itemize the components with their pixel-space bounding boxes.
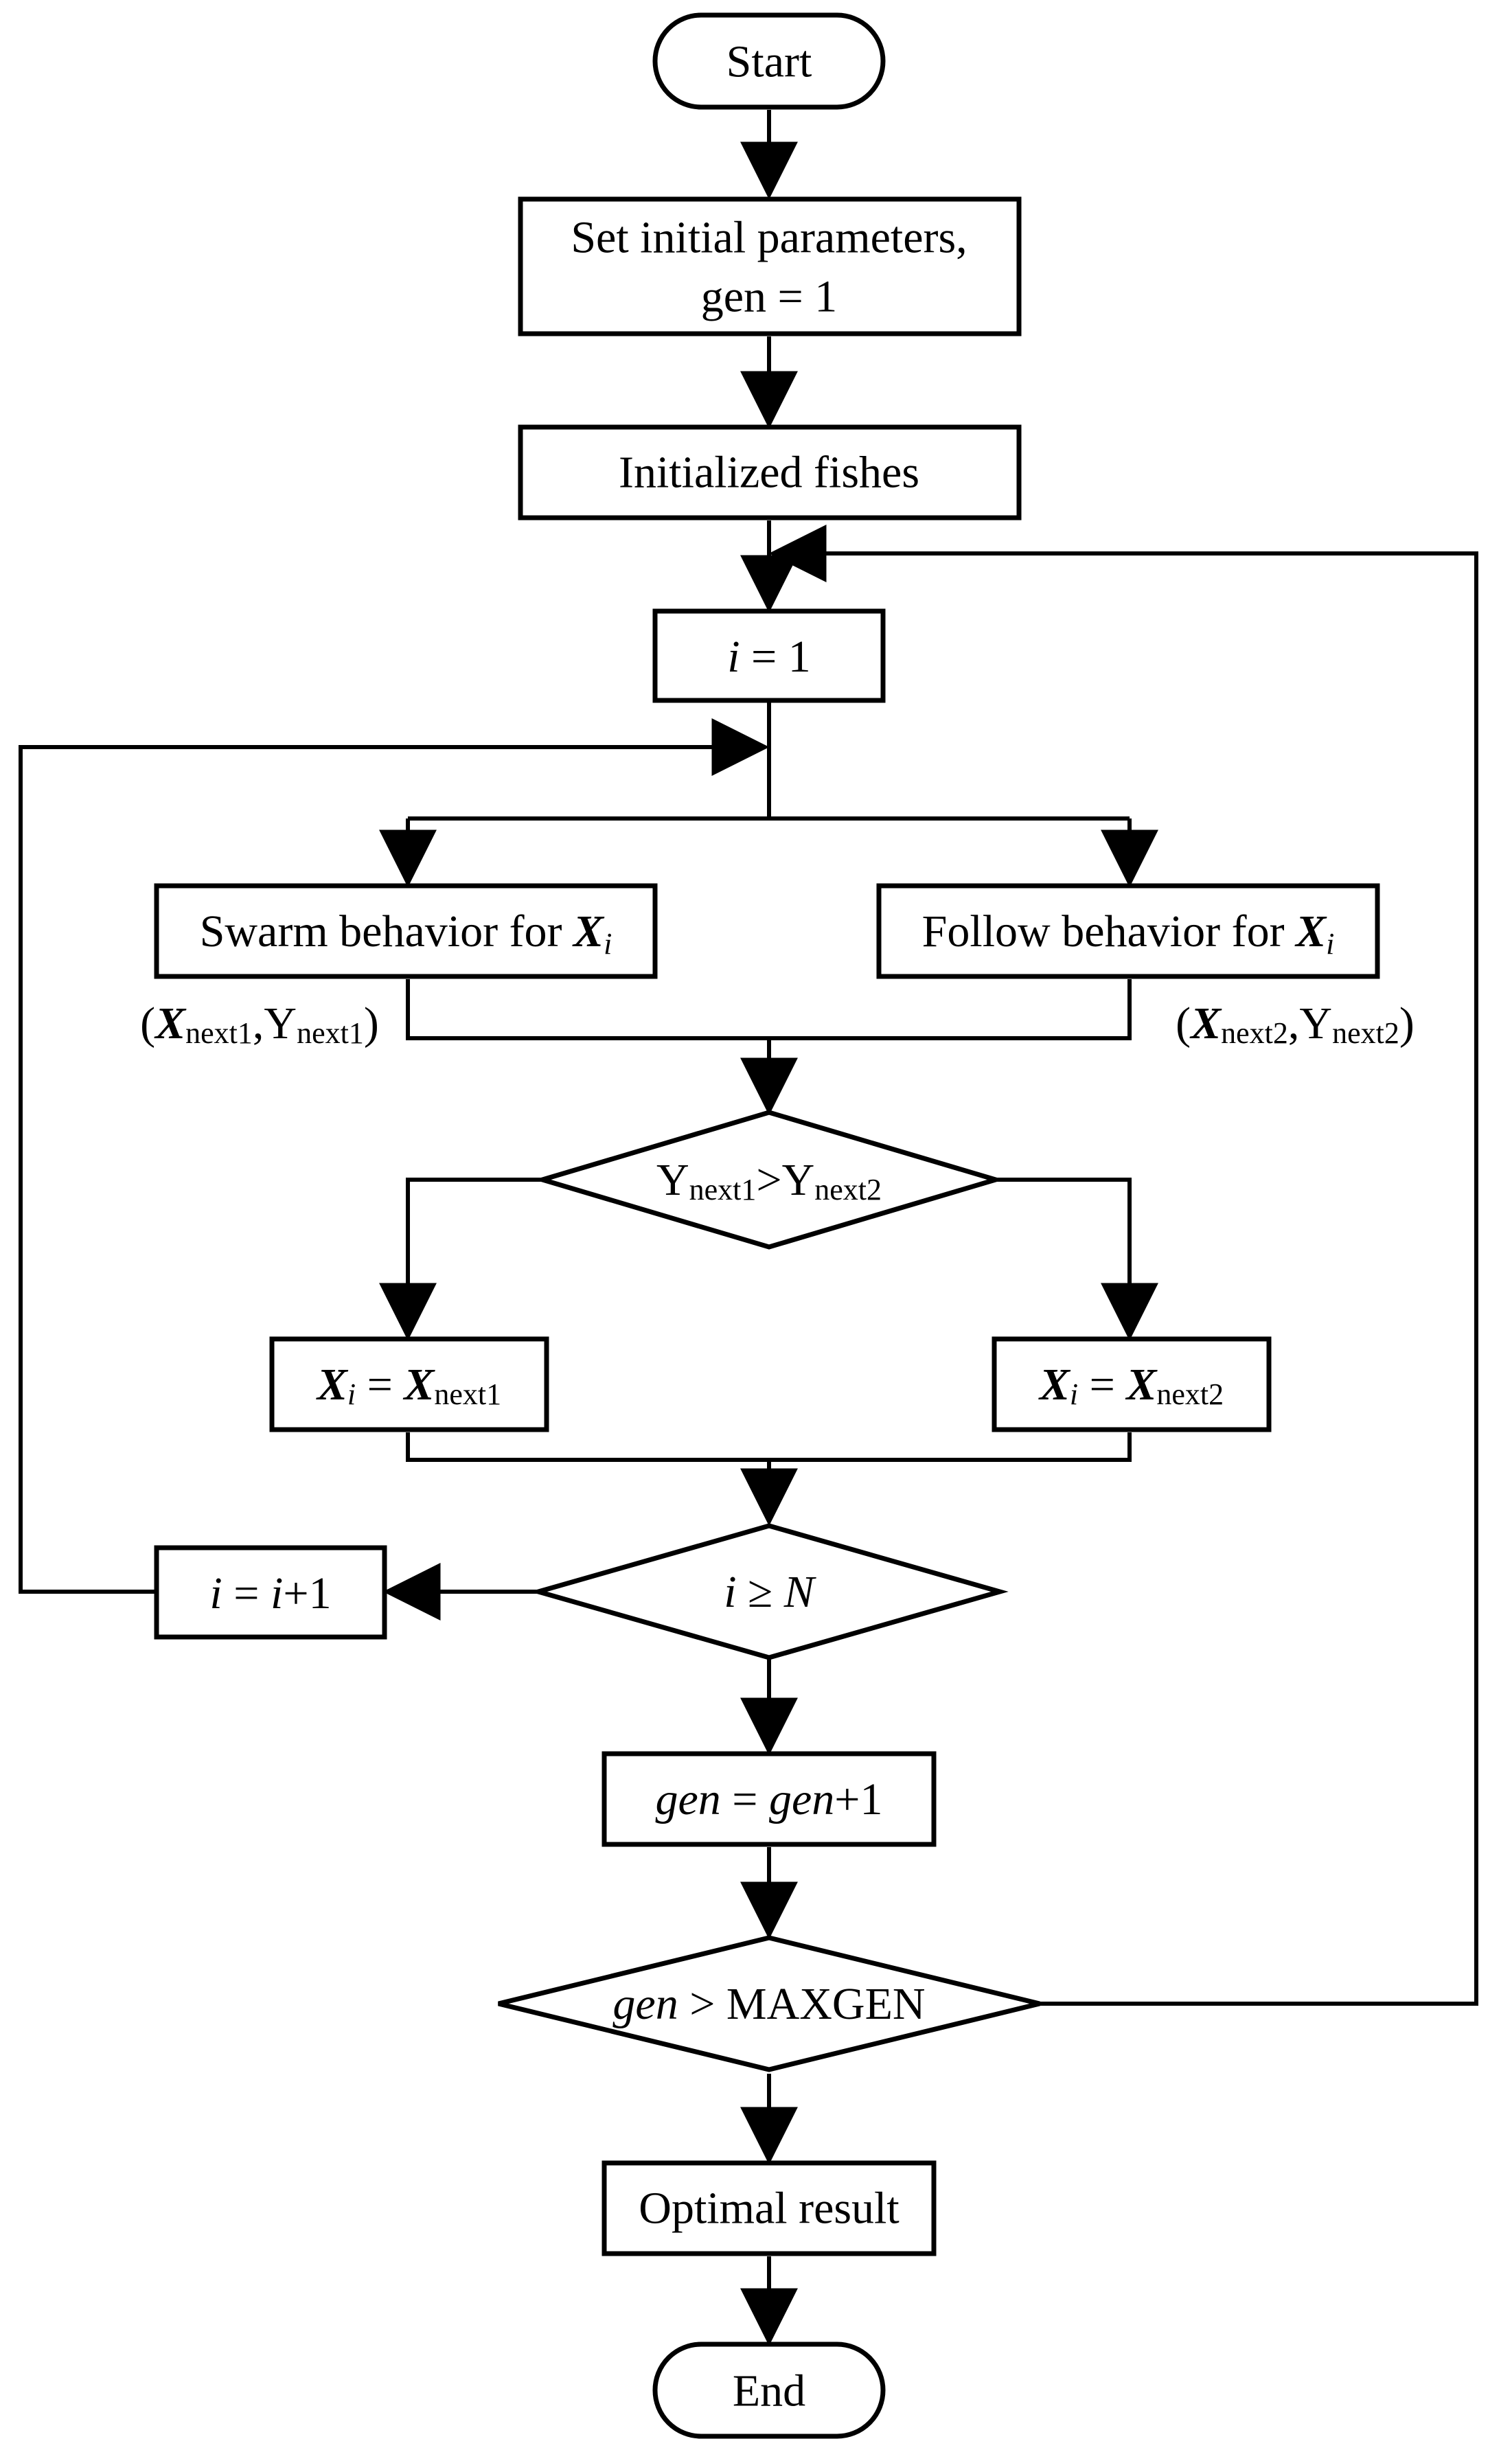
optimal-box: Optimal result [602,2160,937,2256]
set-params-line1: Set initial parameters, [571,213,967,263]
check-n-label: i ≥ N [724,1567,817,1617]
line-swarm-merge [406,979,1132,1040]
gen-increment-label: gen = gen+1 [655,1774,882,1824]
increment-i-box: i = i+1 [154,1545,387,1640]
swarm-output-label: (Xnext1,Ynext1) [140,998,379,1050]
arrow-loop-inner [19,718,770,1594]
set-params-line2: gen = 1 [701,272,838,322]
set-params-box: Set initial parameters, gen = 1 [518,196,1022,336]
assign-next1-label: Xi = Xnext1 [316,1360,501,1411]
assign-next1-box: Xi = Xnext1 [269,1336,549,1432]
follow-label: Follow behavior for Xi [922,906,1335,961]
init-fishes-label: Initialized fishes [619,448,919,498]
i-init-box: i = 1 [652,608,886,703]
check-n-decision: i ≥ N [529,1523,1009,1660]
gen-check-label: gen > MAXGEN [612,1979,925,2029]
end-label: End [733,2366,805,2416]
start-terminal: Start [652,12,886,110]
connectors [19,110,1478,2346]
compare-decision: Ynext1>Ynext2 [534,1110,1005,1250]
gen-increment-box: gen = gen+1 [602,1751,937,1847]
arrow-compare-left [379,1178,542,1341]
arrow-compare-right [996,1178,1158,1341]
line-assign-merge [406,1432,1132,1462]
swarm-label: Swarm behavior for Xi [200,906,612,961]
i-init-label: i = 1 [727,632,811,682]
end-terminal: End [652,2342,886,2439]
init-fishes-box: Initialized fishes [518,424,1022,520]
assign-next2-box: Xi = Xnext2 [992,1336,1272,1432]
gen-check-decision: gen > MAXGEN [498,1935,1040,2072]
start-label: Start [726,37,812,87]
swarm-box: Swarm behavior for Xi [154,883,658,979]
optimal-label: Optimal result [639,2184,899,2234]
follow-box: Follow behavior for Xi [876,883,1380,979]
follow-output-label: (Xnext2,Ynext2) [1176,998,1414,1050]
arrow-loop-outer [768,525,1478,2006]
compare-label: Ynext1>Ynext2 [656,1155,882,1206]
increment-i-label: i = i+1 [209,1568,331,1618]
assign-next2-label: Xi = Xnext2 [1038,1360,1224,1411]
